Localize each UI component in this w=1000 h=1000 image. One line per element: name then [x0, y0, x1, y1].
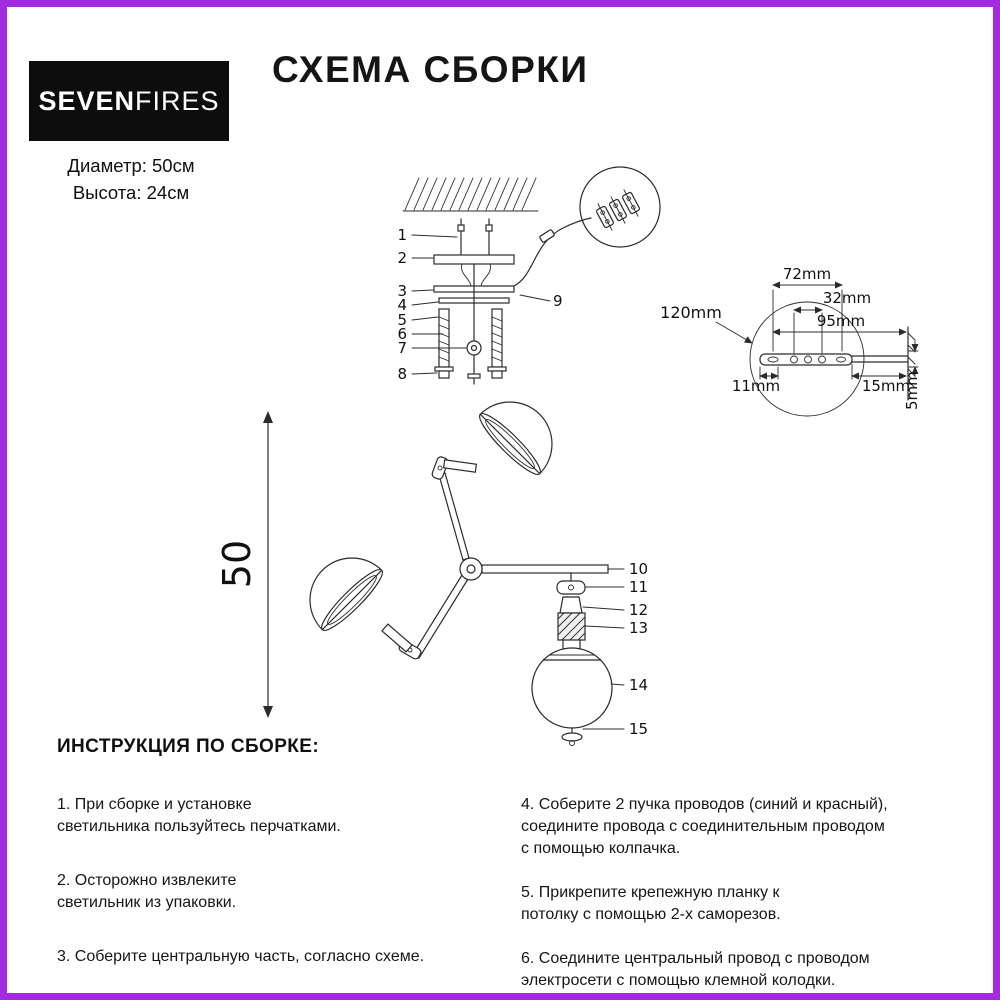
assembly-diagram: 1 2 3 4 5 6 7 8 9	[215, 166, 921, 746]
dim-11mm: 11mm	[732, 377, 780, 395]
part-number-11: 11	[629, 578, 648, 596]
mounting-bracket-dimensions: 72mm 32mm 95mm 120mm 11mm 15mm 5mm	[660, 265, 921, 417]
part-callouts-right: 10 11 12 13 14 15	[582, 560, 648, 738]
instruction-item-6: 6. Соедините центральный провод с провод…	[521, 950, 870, 990]
page-title: СХЕМА СБОРКИ	[272, 49, 589, 90]
magnifier-circle	[579, 166, 661, 248]
instructions-heading: ИНСТРУКЦИЯ ПО СБОРКЕ:	[57, 736, 320, 757]
instructions-column-left: 1. При сборке и установке светильника по…	[57, 794, 515, 993]
lamp-body-drawing	[309, 401, 613, 746]
part-number-10: 10	[629, 560, 648, 578]
part-number-14: 14	[629, 676, 648, 694]
instruction-item-3: 3. Соберите центральную часть, согласно …	[57, 948, 425, 966]
wire-detail-magnifier: 9	[513, 166, 661, 310]
instruction-item-1: 1. При сборке и установке светильника по…	[57, 796, 341, 836]
dim-72mm: 72mm	[783, 265, 831, 283]
dim-5mm: 5mm	[903, 371, 921, 410]
lamp-hub	[459, 557, 483, 581]
instruction-item-4: 4. Соберите 2 пучка проводов (синий и кр…	[521, 796, 888, 858]
lamp-shade-left	[309, 557, 383, 631]
lamp-shade-top	[479, 401, 553, 475]
part-number-9: 9	[553, 292, 563, 310]
spec-height: Высота: 24см	[72, 181, 190, 203]
instruction-item-5: 5. Прикрепите крепежную планку к потолку…	[521, 884, 781, 924]
instructions-section: ИНСТРУКЦИЯ ПО СБОРКЕ: 1. При сборке и ус…	[57, 736, 963, 993]
part-number-2: 2	[397, 249, 407, 267]
part-number-7: 7	[397, 339, 407, 357]
part-number-13: 13	[629, 619, 648, 637]
dim-120mm: 120mm	[660, 303, 722, 322]
part-number-12: 12	[629, 601, 648, 619]
product-specs: Диаметр: 50см Высота: 24см	[35, 153, 227, 207]
brand-name-light: FIRES	[135, 85, 220, 116]
dim-95mm: 95mm	[817, 312, 865, 330]
dim-15mm: 15mm	[862, 377, 910, 395]
ceiling-mount-drawing	[433, 218, 515, 385]
part-number-6: 6	[397, 325, 407, 343]
part-number-1: 1	[397, 226, 407, 244]
height-50-label: 50	[215, 540, 259, 588]
ceiling-hatch	[402, 177, 539, 212]
brand-name-bold: SEVEN	[38, 85, 136, 116]
instructions-column-right: 4. Соберите 2 пучка проводов (синий и кр…	[521, 794, 963, 993]
part-number-4: 4	[397, 296, 407, 314]
part-number-3: 3	[397, 282, 407, 300]
part-callouts-left: 1 2 3 4 5 6 7 8	[397, 226, 467, 383]
instruction-item-2: 2. Осторожно извлеките светильник из упа…	[57, 872, 237, 912]
height-dimension: 50	[215, 411, 273, 718]
part-number-5: 5	[397, 311, 407, 329]
part-number-15: 15	[629, 720, 648, 738]
part-number-8: 8	[397, 365, 407, 383]
spec-diameter: Диаметр: 50см	[67, 155, 195, 176]
dim-32mm: 32mm	[823, 289, 871, 307]
